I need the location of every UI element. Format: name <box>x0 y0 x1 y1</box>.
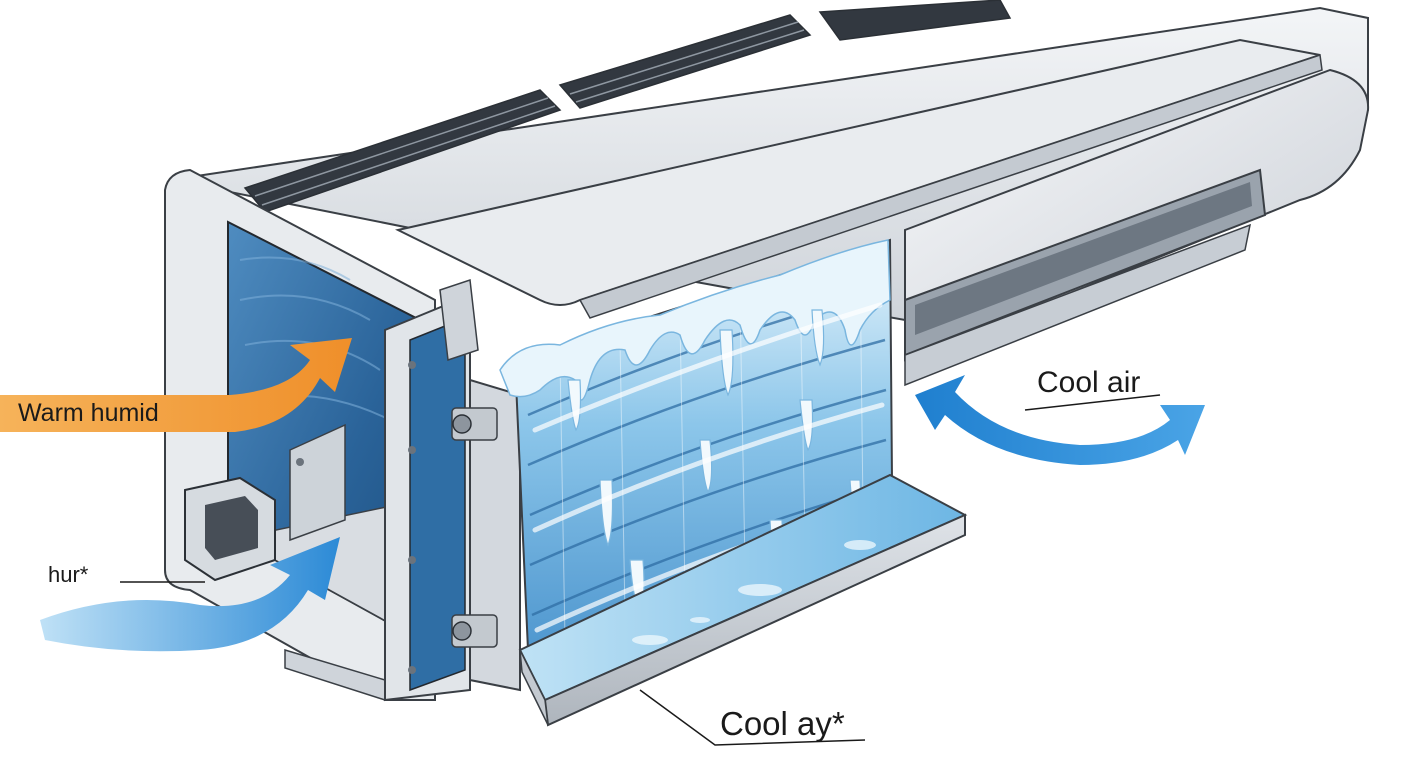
cool-air-outlet-arrow-icon <box>915 375 1205 465</box>
top-grille <box>243 0 1012 213</box>
warm-air-inflow-arrow-icon <box>0 338 352 432</box>
bolt-upper <box>451 407 498 441</box>
ice-crust <box>499 239 891 401</box>
coil-side-plate <box>384 278 479 702</box>
cool-air-inlet-arrow-icon <box>40 537 340 652</box>
bolt-lower <box>451 614 498 648</box>
interior-bracket <box>289 423 346 542</box>
ac-housing <box>169 0 1370 387</box>
left-end-cap <box>164 168 436 702</box>
warm-humid-label: Warm humid <box>18 399 159 427</box>
cool-air-leader-line <box>1024 394 1161 411</box>
drain-tray <box>518 473 968 727</box>
label-warm-humid: Warm humid <box>18 399 159 427</box>
outlet-vent-inner <box>915 182 1252 335</box>
label-cool-air: Cool air <box>1024 366 1161 411</box>
cool-air-label: Cool air <box>1037 366 1140 399</box>
label-cool-ay: Cool ay* <box>639 689 866 746</box>
hur-label: hur* <box>48 562 89 587</box>
cool-ay-leader-line <box>639 689 866 746</box>
lower-vent <box>904 223 1252 387</box>
coil-front-bracket <box>451 378 521 692</box>
cool-ay-label: Cool ay* <box>720 705 845 742</box>
label-hur: hur* <box>48 562 205 587</box>
